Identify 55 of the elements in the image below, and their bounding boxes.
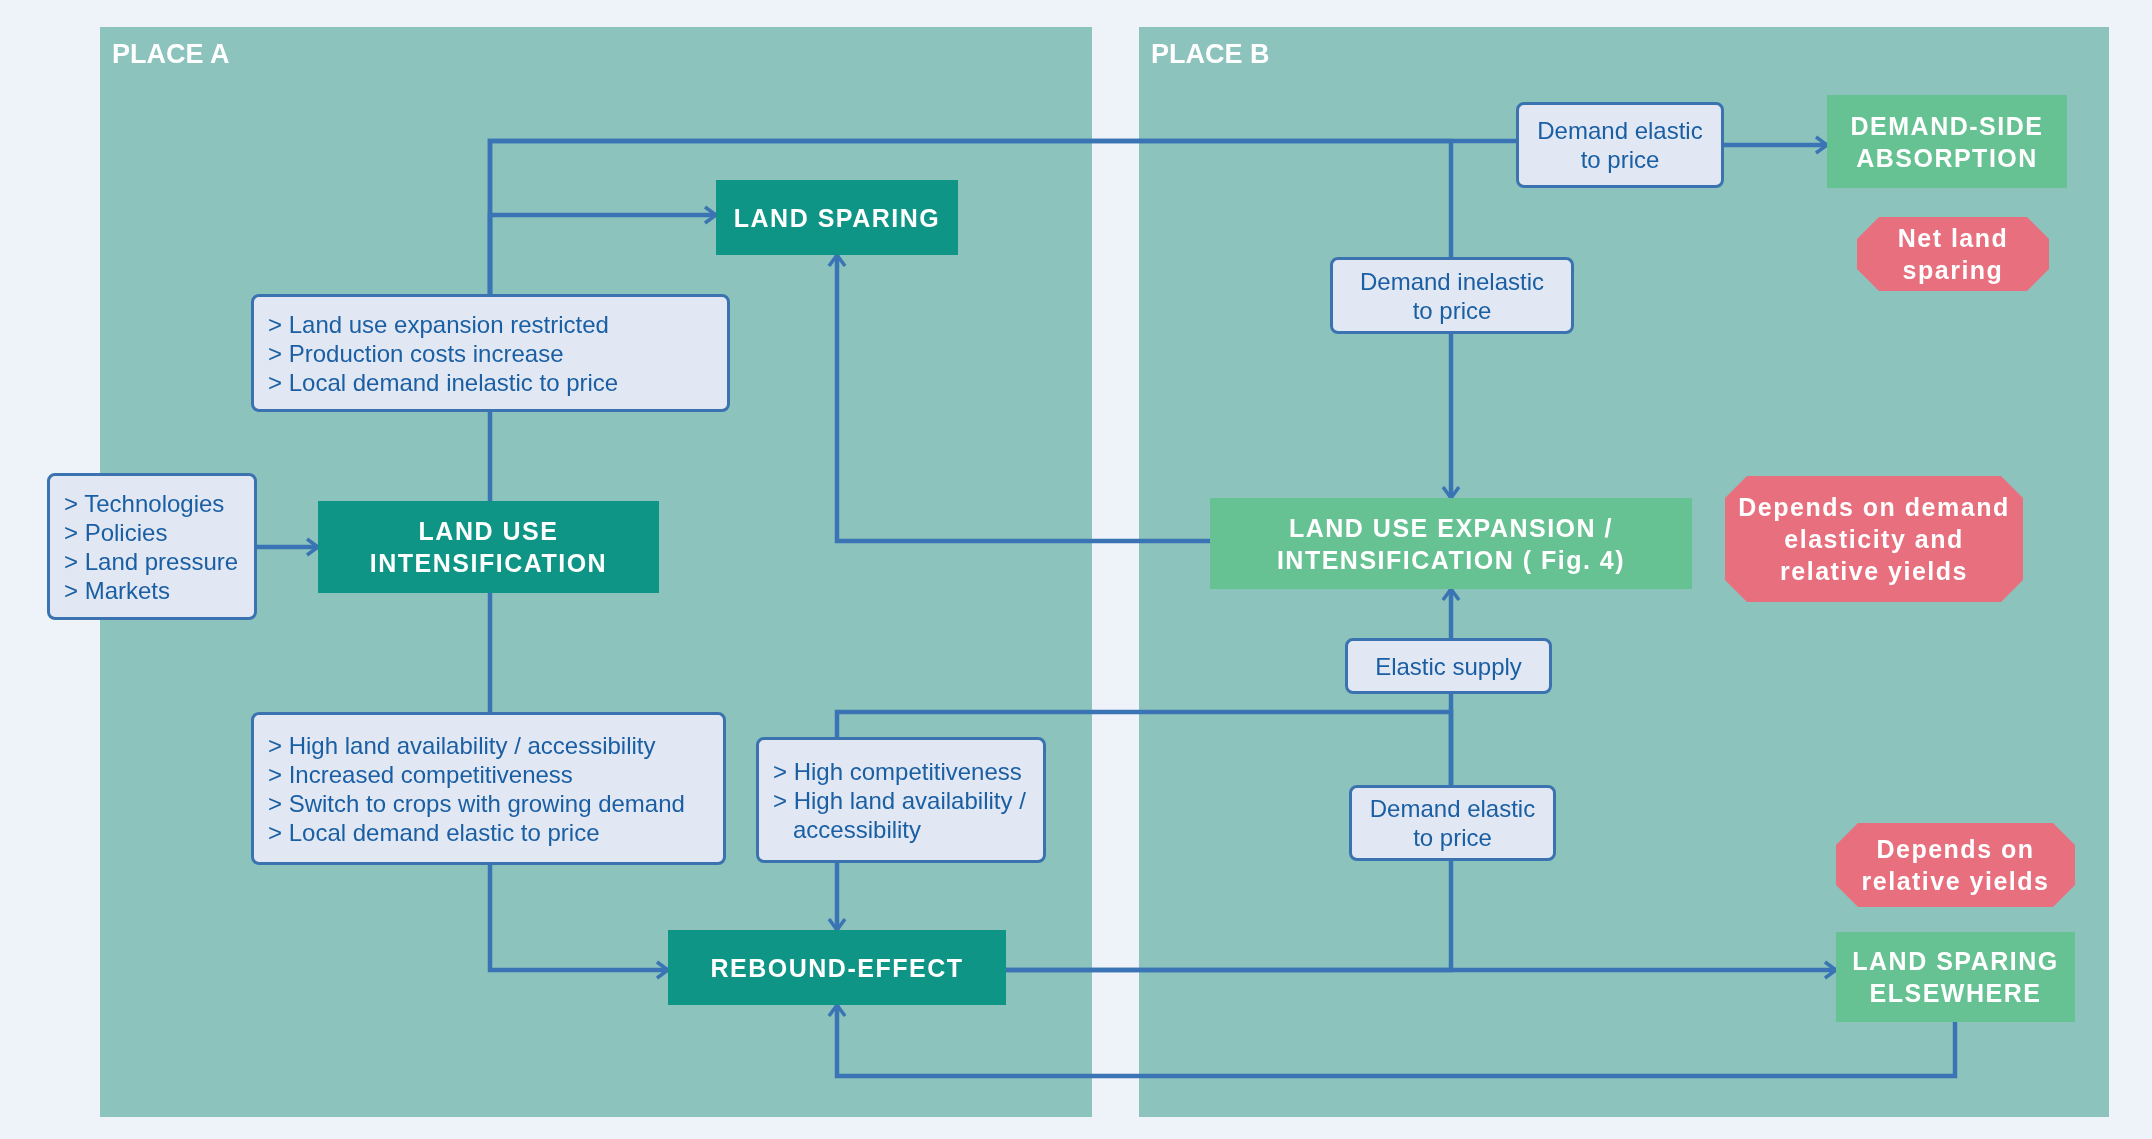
condition-text: > High land availability / accessibility: [773, 785, 1027, 844]
condition-text: > Markets: [64, 575, 172, 605]
arrow: [1441, 587, 1461, 638]
region-panel: [1139, 27, 2109, 1117]
condition-text: > Land use expansion restricted: [268, 309, 610, 339]
box-label: LAND USE EXPANSION / INTENSIFICATION ( Fig. 4): [1275, 512, 1627, 576]
condition-box: [1516, 102, 1724, 188]
condition-text: > Local demand elastic to price: [268, 817, 601, 847]
condition-text: Demand elastic to price: [1368, 794, 1537, 852]
condition-text: > High land availability / accessibility: [268, 730, 657, 760]
condition-text: > Land pressure: [64, 546, 240, 576]
arrow: [827, 863, 847, 932]
outcome-box: [1827, 95, 2067, 188]
box-label: DEMAND-SIDE ABSORPTION: [1849, 110, 2045, 174]
condition-box: [1330, 257, 1574, 334]
condition-text: > Production costs increase: [268, 338, 565, 368]
condition-text: > Increased competitiveness: [268, 759, 574, 789]
condition-text: Elastic supply: [1375, 651, 1522, 681]
connector-line: [1006, 861, 1454, 973]
connector-line: [487, 412, 493, 501]
box-label: LAND USE INTENSIFICATION: [368, 516, 609, 579]
box-label: REBOUND-EFFECT: [710, 952, 964, 984]
connector-line: [487, 593, 493, 712]
box-label: LAND SPARING: [733, 202, 941, 234]
condition-text: > Policies: [64, 517, 169, 547]
process-box: [318, 501, 659, 593]
arrow: [1724, 135, 1829, 155]
region-heading: PLACE B: [1151, 39, 1270, 70]
connector-line: [834, 709, 1454, 785]
arrow: [257, 537, 320, 557]
condition-box: [251, 294, 730, 412]
box-label: LAND SPARING ELSEWHERE: [1851, 946, 2060, 1009]
outcome-box: [1210, 498, 1692, 589]
condition-box: [1349, 785, 1556, 861]
arrow: [487, 865, 670, 980]
process-box: [668, 930, 1006, 1005]
condition-text: > High competitiveness: [773, 756, 1023, 786]
outcome-box: [1836, 932, 2075, 1022]
condition-text: > Technologies: [64, 488, 226, 518]
note-text: Depends on demand elasticity and relative yields: [1737, 492, 2011, 587]
condition-box: [251, 712, 726, 865]
note-text: Net land sparing: [1896, 223, 2010, 286]
condition-box: [1345, 638, 1552, 694]
condition-box: [756, 737, 1046, 863]
condition-text: Demand inelastic to price: [1358, 266, 1546, 325]
condition-box: [47, 473, 257, 620]
arrow: [827, 1003, 1958, 1079]
condition-text: > Switch to crops with growing demand: [268, 788, 686, 818]
condition-text: > Local demand inelastic to price: [268, 367, 620, 397]
region-heading: PLACE A: [112, 39, 230, 70]
process-box: [716, 180, 958, 255]
arrow: [827, 253, 1210, 544]
condition-text: Demand elastic to price: [1536, 116, 1704, 174]
note-text: Depends on relative yields: [1860, 834, 2051, 897]
arrow: [1441, 334, 1461, 500]
